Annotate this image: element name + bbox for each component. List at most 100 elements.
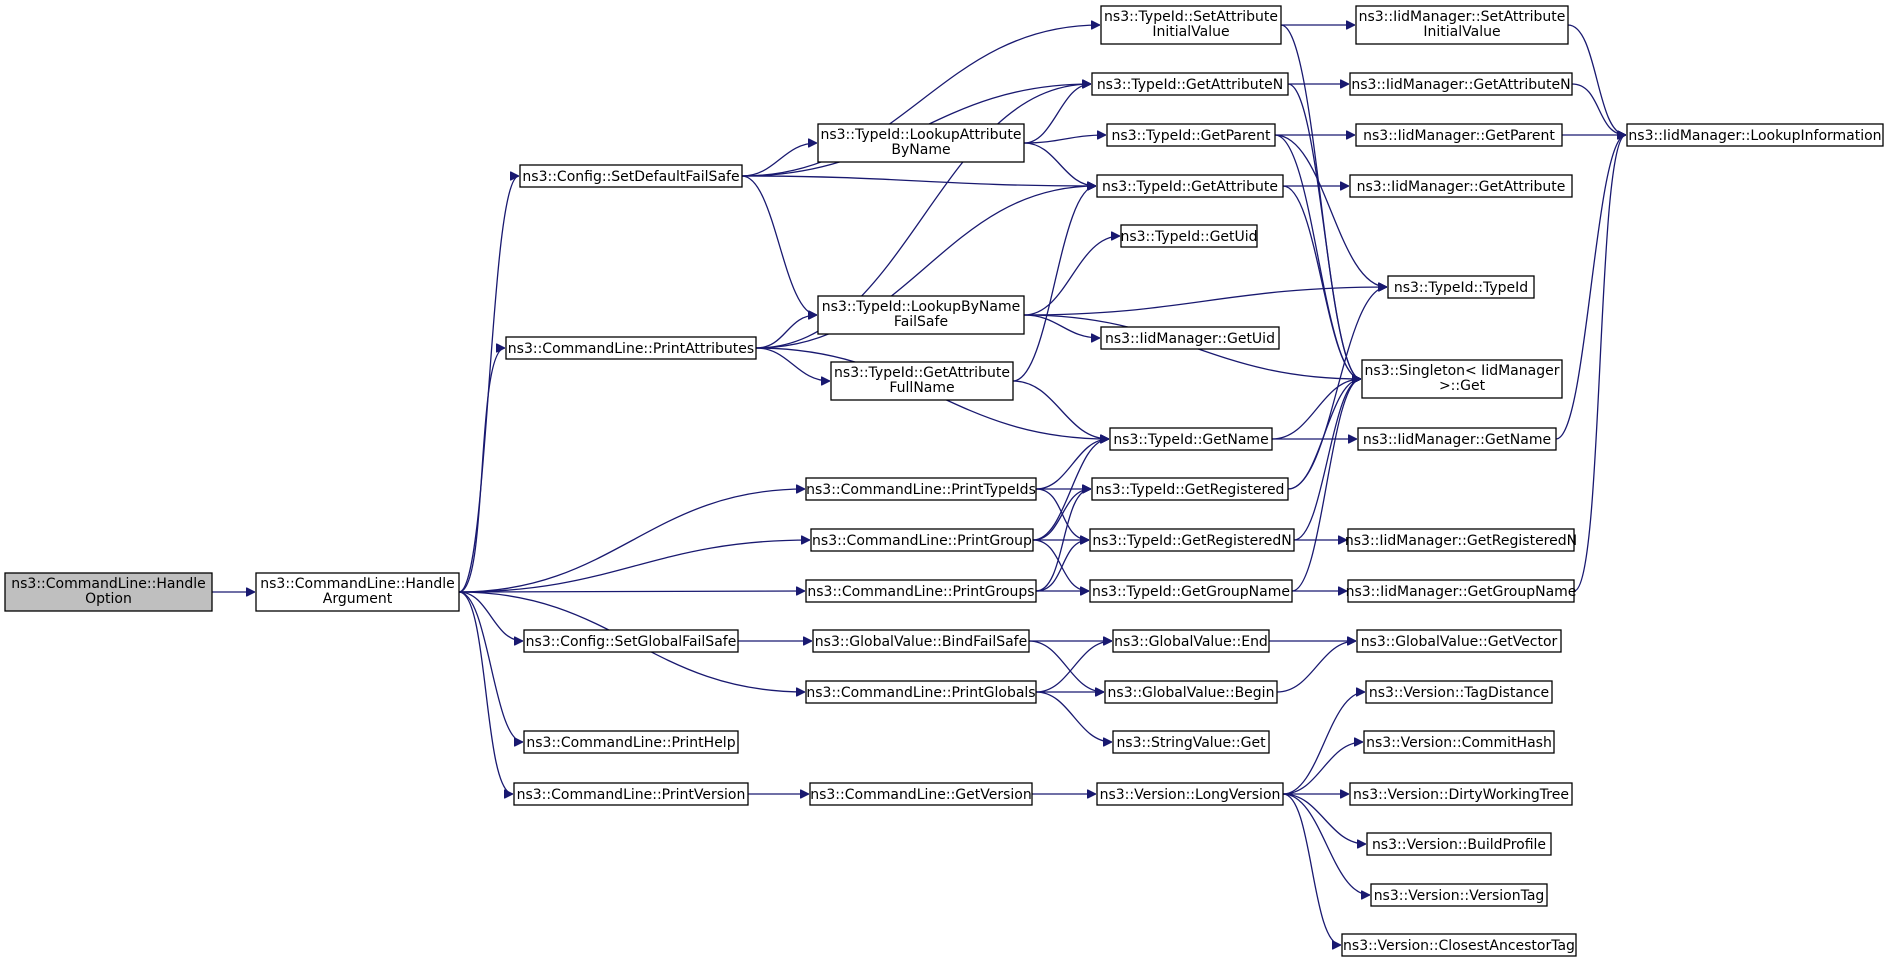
node-label: ns3::StringValue::Get <box>1116 735 1266 751</box>
node-box <box>1349 782 1573 806</box>
edge-globalvalue-bindfailsafe-to-globalvalue-begin <box>1028 640 1104 692</box>
node-typeid-getregistered[interactable]: ns3::TypeId::GetRegistered <box>1091 477 1289 501</box>
node-iidmanager-getuid[interactable]: ns3::IidManager::GetUid <box>1100 326 1280 350</box>
node-globalvalue-getvector[interactable]: ns3::GlobalValue::GetVector <box>1356 629 1562 653</box>
node-label: ns3::IidManager::GetName <box>1363 432 1551 448</box>
node-box <box>1341 933 1577 957</box>
edge-config-setdefaultfailsafe-to-typeid-lookupattributebyname <box>741 143 817 177</box>
node-print-globals[interactable]: ns3::CommandLine::PrintGlobals <box>805 680 1037 704</box>
node-typeid-getgroupname[interactable]: ns3::TypeId::GetGroupName <box>1089 579 1293 603</box>
node-typeid-typeid[interactable]: ns3::TypeId::TypeId <box>1387 275 1535 299</box>
node-iidmanager-lookupinformation[interactable]: ns3::IidManager::LookupInformation <box>1626 123 1884 147</box>
node-typeid-getregisteredn[interactable]: ns3::TypeId::GetRegisteredN <box>1089 528 1295 552</box>
node-globalvalue-end[interactable]: ns3::GlobalValue::End <box>1112 629 1270 653</box>
node-label: ns3::CommandLine::Handle <box>11 576 205 592</box>
node-typeid-getattributen[interactable]: ns3::TypeId::GetAttributeN <box>1091 72 1289 96</box>
node-globalvalue-bindfailsafe[interactable]: ns3::GlobalValue::BindFailSafe <box>812 629 1030 653</box>
node-label: ns3::CommandLine::GetVersion <box>810 787 1032 803</box>
node-box <box>1357 427 1557 451</box>
node-box <box>1365 680 1553 704</box>
node-box <box>4 572 213 612</box>
edge-handle-argument-to-print-groups <box>458 591 805 592</box>
node-box <box>1355 123 1563 147</box>
edge-version-longversion-to-version-buildprofile <box>1282 793 1366 844</box>
node-print-help[interactable]: ns3::CommandLine::PrintHelp <box>523 730 739 754</box>
node-config-setglobalfailsafe[interactable]: ns3::Config::SetGlobalFailSafe <box>523 629 739 653</box>
node-box <box>809 782 1033 806</box>
edge-typeid-lookupattributebyname-to-typeid-getattributen <box>1023 84 1092 144</box>
node-box <box>1366 832 1552 856</box>
node-print-typeids[interactable]: ns3::CommandLine::PrintTypeIds <box>805 477 1037 501</box>
node-get-version[interactable]: ns3::CommandLine::GetVersion <box>809 782 1033 806</box>
node-box <box>1100 5 1282 45</box>
node-iidmanager-getregisteredn[interactable]: ns3::IidManager::GetRegisteredN <box>1345 528 1577 552</box>
node-print-group[interactable]: ns3::CommandLine::PrintGroup <box>810 528 1034 552</box>
node-stringvalue-get[interactable]: ns3::StringValue::Get <box>1112 730 1270 754</box>
node-box <box>1347 528 1575 552</box>
edge-version-longversion-to-version-commithash <box>1282 742 1363 795</box>
node-label: ns3::GlobalValue::Begin <box>1108 685 1275 701</box>
node-box <box>1120 224 1258 248</box>
node-label: ns3::Version::DirtyWorkingTree <box>1353 787 1569 803</box>
node-label: ns3::CommandLine::PrintGroup <box>812 533 1032 549</box>
node-box <box>523 730 739 754</box>
node-iidmanager-getattributen[interactable]: ns3::IidManager::GetAttributeN <box>1349 72 1573 96</box>
node-label: ByName <box>891 142 950 158</box>
node-typeid-getuid[interactable]: ns3::TypeId::GetUid <box>1120 224 1258 248</box>
node-label: Option <box>85 591 132 607</box>
node-print-version[interactable]: ns3::CommandLine::PrintVersion <box>513 782 749 806</box>
node-version-commithash[interactable]: ns3::Version::CommitHash <box>1363 730 1555 754</box>
node-version-versiontag[interactable]: ns3::Version::VersionTag <box>1370 883 1548 907</box>
node-typeid-getname[interactable]: ns3::TypeId::GetName <box>1109 427 1273 451</box>
node-box <box>505 336 757 360</box>
node-iidmanager-getattribute[interactable]: ns3::IidManager::GetAttribute <box>1349 174 1573 198</box>
node-box <box>1349 72 1573 96</box>
node-label: ns3::TypeId::GetAttribute <box>834 365 1010 381</box>
edge-config-setdefaultfailsafe-to-typeid-setattributeinitialvalue <box>741 25 1100 177</box>
node-iidmanager-getgroupname[interactable]: ns3::IidManager::GetGroupName <box>1346 579 1577 603</box>
node-globalvalue-begin[interactable]: ns3::GlobalValue::Begin <box>1104 680 1278 704</box>
node-typeid-getattribute[interactable]: ns3::TypeId::GetAttribute <box>1096 174 1284 198</box>
node-version-closestancestortag[interactable]: ns3::Version::ClosestAncestorTag <box>1341 933 1577 957</box>
node-box <box>830 361 1014 401</box>
edge-typeid-lookupbynamefailsafe-to-typeid-typeid <box>1023 287 1387 316</box>
node-box <box>1089 528 1295 552</box>
node-box <box>513 782 749 806</box>
edge-handle-argument-to-print-attributes <box>458 348 506 593</box>
edge-typeid-getattribute-to-singleton-get <box>1282 185 1362 379</box>
node-typeid-getparent[interactable]: ns3::TypeId::GetParent <box>1106 123 1276 147</box>
edge-typeid-getregisteredn-to-singleton-get <box>1293 379 1362 541</box>
edge-handle-argument-to-config-setglobalfailsafe <box>458 591 524 641</box>
node-box <box>1349 174 1573 198</box>
node-box <box>1387 275 1535 299</box>
node-label: ns3::TypeId::GetParent <box>1112 128 1271 144</box>
node-version-dirtyworkingtree[interactable]: ns3::Version::DirtyWorkingTree <box>1349 782 1573 806</box>
node-config-setdefaultfailsafe[interactable]: ns3::Config::SetDefaultFailSafe <box>519 164 743 188</box>
node-label: ns3::GlobalValue::End <box>1114 634 1268 650</box>
edge-iidmanager-getattributen-to-iidmanager-lookupinformation <box>1571 83 1627 135</box>
edge-print-group-to-typeid-getname <box>1032 439 1110 541</box>
node-iidmanager-setattributeinitialvalue[interactable]: ns3::IidManager::SetAttributeInitialValu… <box>1355 5 1569 45</box>
node-box <box>1096 782 1284 806</box>
node-label: ns3::Version::LongVersion <box>1100 787 1281 803</box>
edge-print-attributes-to-typeid-lookupbynamefailsafe <box>755 315 817 349</box>
node-box <box>817 123 1025 163</box>
node-iidmanager-getname[interactable]: ns3::IidManager::GetName <box>1357 427 1557 451</box>
node-version-buildprofile[interactable]: ns3::Version::BuildProfile <box>1366 832 1552 856</box>
node-print-attributes[interactable]: ns3::CommandLine::PrintAttributes <box>505 336 757 360</box>
node-version-longversion[interactable]: ns3::Version::LongVersion <box>1096 782 1284 806</box>
node-box <box>1370 883 1548 907</box>
node-print-groups[interactable]: ns3::CommandLine::PrintGroups <box>805 579 1037 603</box>
node-iidmanager-getparent[interactable]: ns3::IidManager::GetParent <box>1355 123 1563 147</box>
node-version-tagdistance[interactable]: ns3::Version::TagDistance <box>1365 680 1553 704</box>
node-singleton-get[interactable]: ns3::Singleton< IidManager >::Get <box>1361 359 1563 399</box>
node-box <box>1106 123 1276 147</box>
edge-typeid-lookupbynamefailsafe-to-typeid-getuid <box>1023 236 1120 316</box>
node-label: InitialValue <box>1152 24 1229 40</box>
